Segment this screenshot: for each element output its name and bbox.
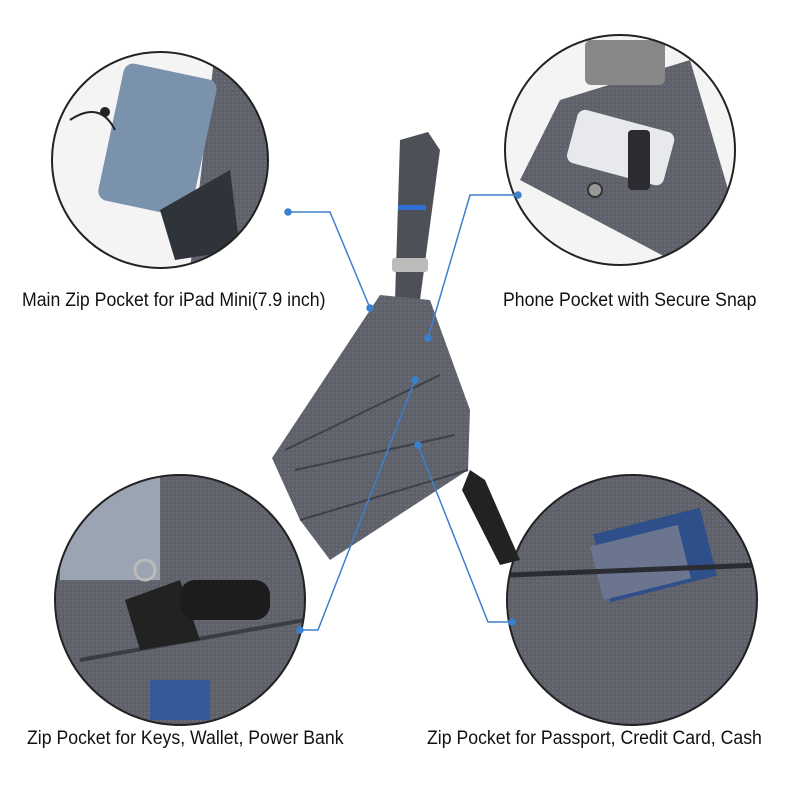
detail-circle-phone-pocket <box>504 34 736 266</box>
detail-circle-keys-pocket <box>54 474 306 726</box>
callout-label-passport-pocket: Zip Pocket for Passport, Credit Card, Ca… <box>427 728 762 749</box>
detail-circle-passport-pocket <box>506 474 758 726</box>
callout-label-keys-pocket: Zip Pocket for Keys, Wallet, Power Bank <box>27 728 344 749</box>
sling-bag <box>272 132 520 565</box>
callout-label-main-zip-pocket: Main Zip Pocket for iPad Mini(7.9 inch) <box>22 290 326 311</box>
callout-lines <box>284 191 522 634</box>
detail-circle-ipad-pocket <box>51 51 269 269</box>
callout-label-phone-pocket: Phone Pocket with Secure Snap <box>503 290 757 311</box>
